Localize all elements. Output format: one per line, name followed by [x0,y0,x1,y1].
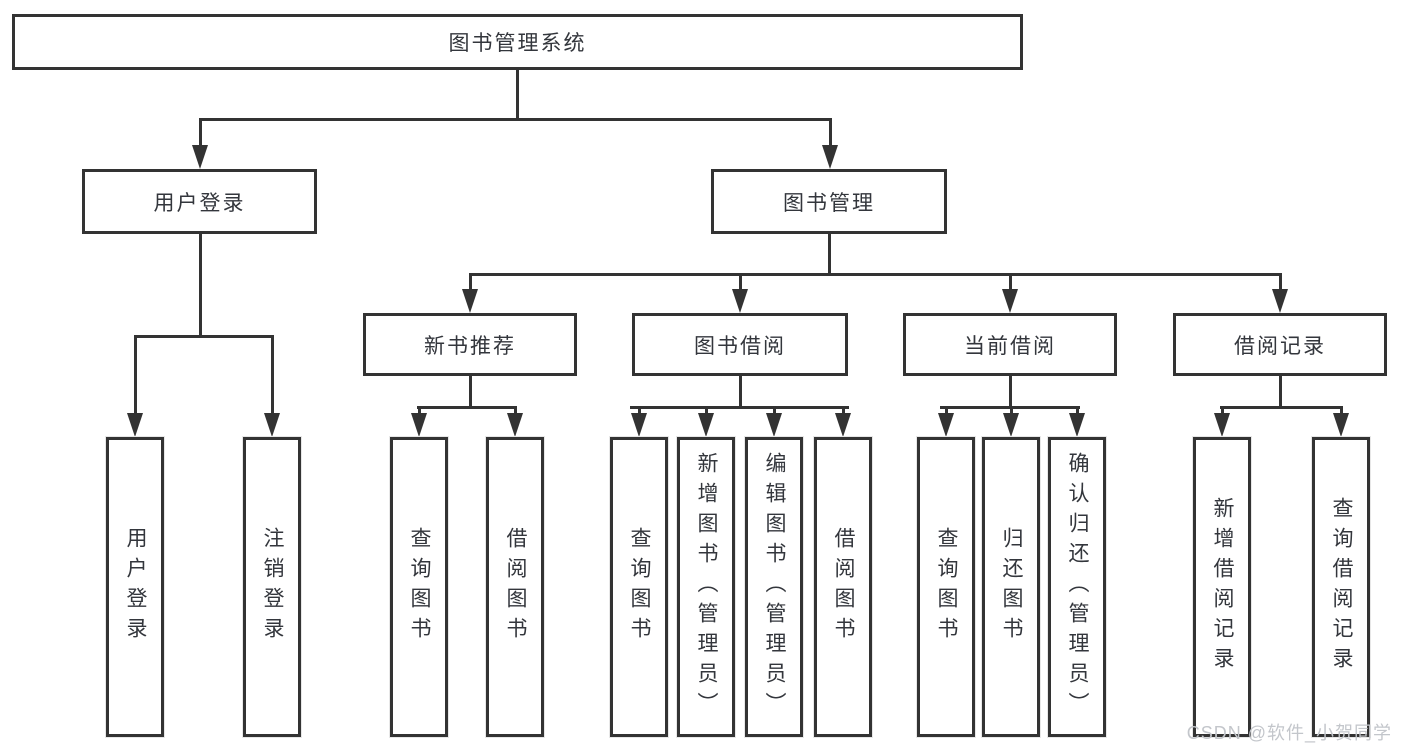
leaf-query-borrow-record: 查询借阅记录 [1312,437,1370,737]
connector-line [1010,406,1013,415]
arrow-down-icon [732,289,748,313]
leaf-query-books-recommend: 查询图书 [390,437,448,737]
leaf-query-books-current: 查询图书 [917,437,975,737]
connector-line [630,406,849,409]
connector-line [417,406,517,409]
connector-line [638,406,641,415]
arrow-down-icon [264,413,280,437]
connector-line [418,406,421,415]
arrow-down-icon [698,413,714,437]
connector-line [271,335,274,415]
arrow-down-icon [1002,289,1018,313]
arrow-down-icon [1272,289,1288,313]
leaf-logout: 注销登录 [243,437,301,737]
arrow-down-icon [1003,413,1019,437]
arrow-down-icon [127,413,143,437]
arrow-down-icon [507,413,523,437]
arrow-down-icon [462,289,478,313]
node-book-borrowing: 图书借阅 [632,313,848,376]
connector-line [828,234,831,273]
connector-line [469,273,1282,276]
arrow-down-icon [1069,413,1085,437]
connector-line [1279,376,1282,406]
connector-line [739,273,742,291]
node-library-management-system: 图书管理系统 [12,14,1023,70]
connector-line [1220,406,1343,409]
connector-line [134,335,274,338]
arrow-down-icon [192,145,208,169]
node-user-login: 用户登录 [82,169,317,234]
arrow-down-icon [938,413,954,437]
leaf-user-login: 用户登录 [106,437,164,737]
connector-line [773,406,776,415]
connector-line [1009,376,1012,406]
connector-line [842,406,845,415]
leaf-add-borrow-record: 新增借阅记录 [1193,437,1251,737]
arrow-down-icon [766,413,782,437]
arrow-down-icon [411,413,427,437]
arrow-down-icon [631,413,647,437]
connector-line [1076,406,1079,415]
connector-line [1009,273,1012,291]
leaf-borrow-books-borrowing: 借阅图书 [814,437,872,737]
arrow-down-icon [1333,413,1349,437]
leaf-query-books-borrowing: 查询图书 [610,437,668,737]
connector-line [705,406,708,415]
connector-line [469,273,472,291]
connector-line [829,118,832,146]
connector-line [945,406,948,415]
leaf-confirm-return-admin: 确认归还（管理员） [1048,437,1106,737]
connector-line [469,376,472,406]
connector-line [1340,406,1343,415]
node-new-book-recommend: 新书推荐 [363,313,577,376]
connector-line [199,118,202,146]
node-book-management: 图书管理 [711,169,947,234]
leaf-edit-book-admin: 编辑图书（管理员） [745,437,803,737]
node-current-borrowing: 当前借阅 [903,313,1117,376]
arrow-down-icon [822,145,838,169]
connector-line [516,70,519,118]
arrow-down-icon [835,413,851,437]
connector-line [1279,273,1282,291]
watermark: CSDN @软件_小贺同学 [1186,723,1392,743]
node-borrowing-records: 借阅记录 [1173,313,1387,376]
leaf-borrow-books-recommend: 借阅图书 [486,437,544,737]
connector-line [134,335,137,415]
leaf-add-book-admin: 新增图书（管理员） [677,437,735,737]
connector-line [514,406,517,415]
connector-line [199,118,832,121]
arrow-down-icon [1214,413,1230,437]
connector-line [739,376,742,406]
leaf-return-book: 归还图书 [982,437,1040,737]
connector-line [1221,406,1224,415]
connector-line [199,234,202,335]
